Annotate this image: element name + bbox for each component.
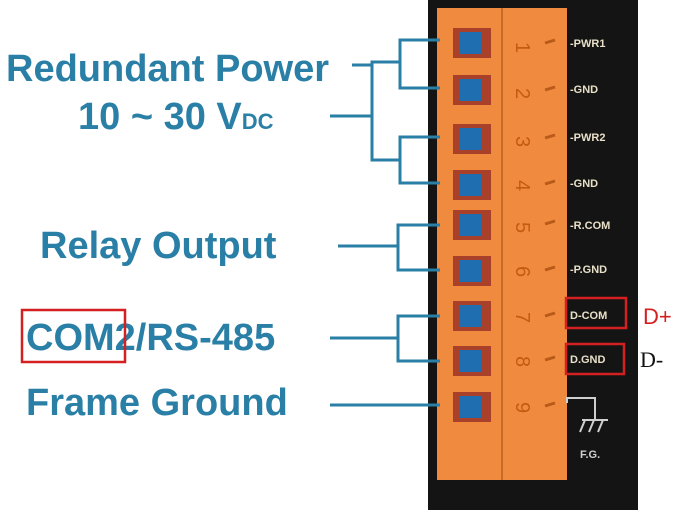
connector-lines <box>330 38 440 407</box>
pin-label: -R.COM <box>570 220 610 232</box>
terminal-number: 9 <box>511 402 533 413</box>
pin-label: D.GND <box>570 354 606 366</box>
screw-terminals <box>453 28 491 422</box>
terminal-number: 2 <box>511 88 533 99</box>
terminal-numbers: 1 2 3 4 5 6 7 8 9 <box>511 42 533 413</box>
pin-label: -PWR1 <box>570 38 605 50</box>
redundant-power-label: Redundant Power <box>6 48 329 90</box>
pin-label: -GND <box>570 178 598 190</box>
com2-highlight-box <box>20 308 127 364</box>
pin-label: -P.GND <box>570 264 607 276</box>
com2-rs485-label: COM2/RS-485 <box>26 317 275 359</box>
terminal-number: 5 <box>511 222 533 233</box>
screw-terminal <box>453 256 491 286</box>
screw-terminal <box>453 75 491 105</box>
voltage-label: 10 ~ 30 VDC <box>78 96 274 138</box>
pin-label: D-COM <box>570 310 607 322</box>
dcom-highlight-box <box>564 296 628 330</box>
dgnd-highlight-box <box>564 342 626 376</box>
screw-terminal <box>453 124 491 154</box>
pin-label: -PWR2 <box>570 132 605 144</box>
terminal-number: 3 <box>511 136 533 147</box>
relay-output-label: Relay Output <box>40 225 277 267</box>
screw-terminal <box>453 301 491 331</box>
screw-terminal <box>453 28 491 58</box>
terminal-number: 7 <box>511 312 533 323</box>
screw-terminal <box>453 392 491 422</box>
d-minus-annotation: D- <box>640 347 663 372</box>
d-plus-annotation: D+ <box>643 304 672 329</box>
terminal-number: 6 <box>511 266 533 277</box>
terminal-number: 8 <box>511 356 533 367</box>
frame-ground-label: Frame Ground <box>26 382 288 424</box>
terminal-number: 4 <box>511 180 533 191</box>
pin-labels: -PWR1 -GND -PWR2 -GND -R.COM -P.GND D-CO… <box>570 38 610 366</box>
screw-terminal <box>453 170 491 200</box>
terminal-number: 1 <box>511 42 533 53</box>
screw-terminal <box>453 346 491 376</box>
screw-terminal <box>453 210 491 240</box>
ground-icon <box>566 397 608 433</box>
fg-label: F.G. <box>580 449 600 461</box>
pin-label: -GND <box>570 84 598 96</box>
